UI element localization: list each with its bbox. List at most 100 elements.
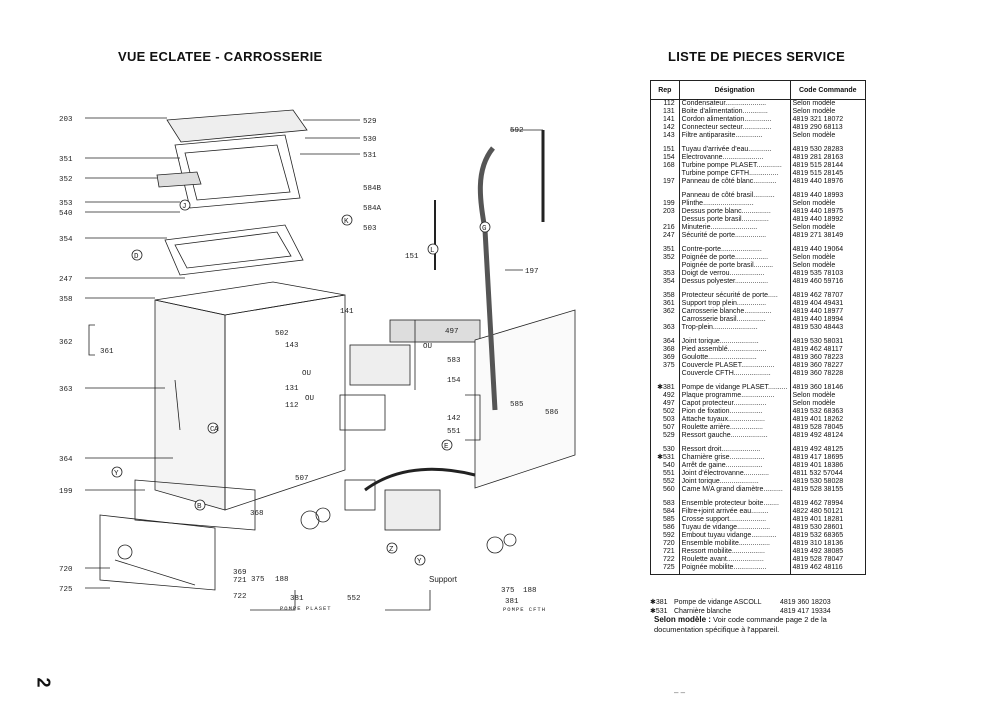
designation-cell: Pied assemblé.................... — [678, 346, 791, 354]
designation-cell: Panneau de côté brasil........... — [678, 186, 791, 200]
designation-cell: Attache tuyaux................... — [678, 416, 791, 424]
designation-cell: Couvercle PLASET................. — [678, 362, 791, 370]
list-item: ✱381 Pompe de vidange ASCOLL 4819 360 18… — [650, 598, 866, 607]
designation-cell: Dessus polyester................. — [678, 278, 791, 286]
callout-label: 583 — [447, 357, 461, 365]
rep-cell: 497 — [650, 400, 680, 408]
callout-label: 369 — [233, 569, 247, 577]
column-header-code: Code Commande — [789, 80, 867, 100]
code-cell: 4819 321 18072 — [789, 116, 867, 124]
rep-cell: 131 — [650, 108, 680, 116]
code-cell: 4819 360 18203 — [780, 599, 831, 606]
code-cell: 4819 440 19064 — [789, 240, 867, 254]
rep-cell: 199 — [650, 200, 680, 208]
designation-cell: Carrosserie blanche.............. — [678, 308, 791, 316]
rep-cell — [650, 216, 680, 224]
lid-part — [166, 109, 308, 143]
table-row: Turbine pompe CFTH...............4819 51… — [650, 170, 867, 178]
code-cell: 4819 440 18976 — [789, 178, 867, 186]
designation-cell: Connecteur secteur............... — [678, 124, 791, 132]
designation-cell: Doigt de verrou.................. — [678, 270, 791, 278]
rep-cell: 584 — [650, 508, 680, 516]
column-header-rep: Rep — [650, 80, 680, 100]
code-cell: 4819 404 49431 — [789, 300, 867, 308]
designation-cell: Ensemble mobilite................ — [678, 540, 791, 548]
rep-cell: 722 — [650, 556, 680, 564]
code-cell: Selon modèle — [789, 224, 867, 232]
rep-cell: 364 — [650, 332, 680, 346]
callout-label: 375 — [501, 587, 515, 595]
code-cell: Selon modèle — [789, 392, 867, 400]
designation-cell: Boite d'alimentation............. — [678, 108, 791, 116]
designation-cell: Turbine pompe PLASET............. — [678, 162, 791, 170]
designation-cell: Roulette arrière................. — [678, 424, 791, 432]
code-cell: 4819 271 38149 — [789, 232, 867, 240]
support-label: Support — [429, 575, 458, 584]
rep-cell — [650, 316, 680, 324]
circle-letter: L — [430, 247, 435, 255]
rep-cell: 492 — [650, 392, 680, 400]
rep-cell: 585 — [650, 516, 680, 524]
callout-label: 497 — [445, 328, 459, 336]
code-cell: 4819 530 28283 — [789, 140, 867, 154]
code-cell: 4819 532 68365 — [789, 532, 867, 540]
callout-label: 143 — [285, 342, 299, 350]
code-cell: 4819 440 18994 — [789, 316, 867, 324]
designation-cell: Filtre antiparasite.............. — [678, 132, 791, 140]
callout-label: 358 — [59, 296, 73, 304]
circle-letter: E — [444, 443, 449, 451]
code-cell: 4819 462 48117 — [789, 346, 867, 354]
rep-cell: ✱381 — [650, 378, 680, 392]
code-cell: 4819 440 18977 — [789, 308, 867, 316]
rep-cell — [650, 262, 680, 270]
callout-label: 154 — [447, 377, 461, 385]
designation-cell: Charnière blanche — [674, 608, 732, 615]
rep-cell: 216 — [650, 224, 680, 232]
code-cell: 4819 281 28163 — [789, 154, 867, 162]
designation-cell: Poignée de porte brasil.......... — [678, 262, 791, 270]
designation-cell: Protecteur sécurité de porte..... — [678, 286, 791, 300]
code-cell: 4819 462 78994 — [789, 494, 867, 508]
code-cell: 4819 492 38085 — [789, 548, 867, 556]
callout-label: 363 — [59, 386, 73, 394]
code-cell: 4819 528 78047 — [789, 556, 867, 564]
callout-label: 364 — [59, 456, 73, 464]
callout-label: 502 — [275, 330, 289, 338]
rep-cell: 353 — [650, 270, 680, 278]
callout-label: 722 — [233, 593, 247, 601]
code-cell: Selon modèle — [789, 254, 867, 262]
designation-cell: Condensateur..................... — [678, 99, 791, 108]
callout-label: 720 — [59, 566, 73, 574]
code-cell: 4819 492 48124 — [789, 432, 867, 440]
timer-block — [339, 394, 386, 431]
code-cell: 4819 462 78707 — [789, 286, 867, 300]
designation-cell: Dessus porte brasil.............. — [678, 216, 791, 224]
code-cell: 4819 440 18993 — [789, 186, 867, 200]
code-cell: 4819 290 68113 — [789, 124, 867, 132]
designation-cell: Charnière grise.................. — [678, 454, 791, 462]
designation-cell: Tuyau d'arrivée d'eau............ — [678, 140, 791, 154]
callout-label: 503 — [363, 225, 377, 233]
rep-cell — [650, 186, 680, 200]
callout-label: 530 — [363, 136, 377, 144]
rep-cell: 362 — [650, 308, 680, 316]
table-row: Couvercle CFTH...................4819 36… — [650, 370, 867, 378]
door-frame-part — [174, 134, 301, 209]
callout-label: 552 — [347, 595, 361, 603]
circle-letters: K L J D C G B E A Y Y Z — [114, 203, 487, 566]
code-cell: 4819 530 48443 — [789, 324, 867, 332]
rep-cell: ✱531 — [650, 608, 668, 615]
